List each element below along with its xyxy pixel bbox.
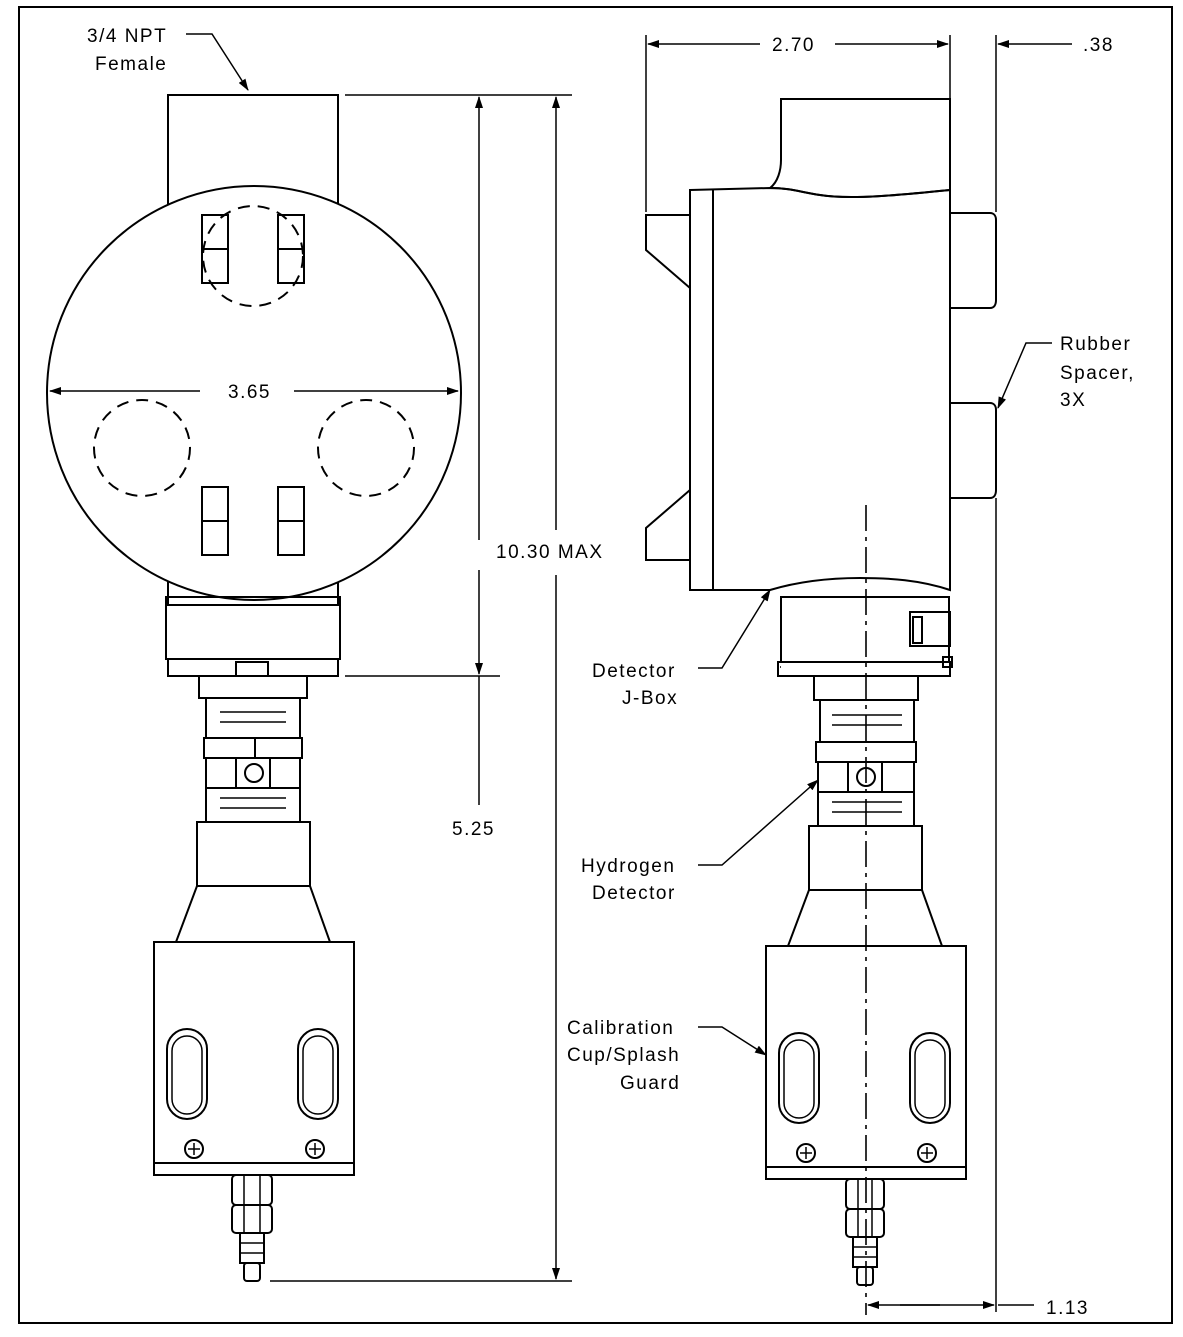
dim-label-365: 3.65 [228, 382, 271, 403]
dim-label-1030: 10.30 MAX [496, 542, 604, 563]
cal-cup-cone [174, 885, 332, 943]
cup-slot [166, 1028, 208, 1120]
rubber-spacer-label: 3X [1060, 390, 1086, 411]
jbox-label: J-Box [622, 688, 678, 709]
mounting-lug [645, 489, 691, 561]
cup-slot [909, 1032, 951, 1124]
rubber-spacer-label: Rubber [1060, 334, 1131, 355]
dim-label-038: .38 [1083, 35, 1114, 56]
npt-label: 3/4 NPT [87, 26, 167, 47]
base-flange [165, 596, 341, 660]
hidden-port [93, 399, 191, 497]
rubber-spacer [950, 212, 997, 309]
dim-label-525: 5.25 [452, 819, 495, 840]
rubber-spacer-label: Spacer, [1060, 363, 1135, 384]
screw-icon [796, 1143, 816, 1163]
front-view [46, 33, 572, 1282]
calibration-label: Calibration [567, 1018, 674, 1039]
hydrogen-label: Detector [592, 883, 676, 904]
vent-hole [244, 763, 264, 783]
side-detector-body [819, 699, 915, 743]
cup-slot [297, 1028, 339, 1120]
screw-icon [305, 1139, 325, 1159]
side-body [689, 186, 951, 592]
detector-nut [203, 737, 303, 759]
rubber-spacer [950, 402, 997, 499]
detector-collar [198, 675, 308, 699]
detector-body [205, 697, 301, 739]
cal-cup-box [153, 941, 355, 1176]
mounting-lug [645, 214, 691, 289]
dim-label-270: 2.70 [772, 35, 815, 56]
jbox-housing-circle [46, 185, 462, 601]
npt-label: Female [95, 54, 167, 75]
hidden-port [202, 205, 304, 307]
screw-icon [917, 1143, 937, 1163]
cup-slot [778, 1032, 820, 1124]
dim-label-113: 1.13 [1046, 1298, 1089, 1319]
side-top-cap [767, 98, 951, 199]
hex-fitting [231, 1174, 273, 1206]
hidden-port [317, 399, 415, 497]
hex-fitting [845, 1178, 885, 1210]
drawing-border [18, 6, 1173, 1324]
hydrogen-label: Hydrogen [581, 856, 675, 877]
side-base [780, 596, 950, 663]
side-view [645, 35, 1072, 1315]
cal-cup-neck [196, 821, 311, 887]
calibration-label: Guard [620, 1073, 680, 1094]
calibration-label: Cup/Splash [567, 1045, 680, 1066]
side-cup-cone [786, 889, 944, 947]
jbox-label: Detector [592, 661, 676, 682]
screw-icon [184, 1139, 204, 1159]
